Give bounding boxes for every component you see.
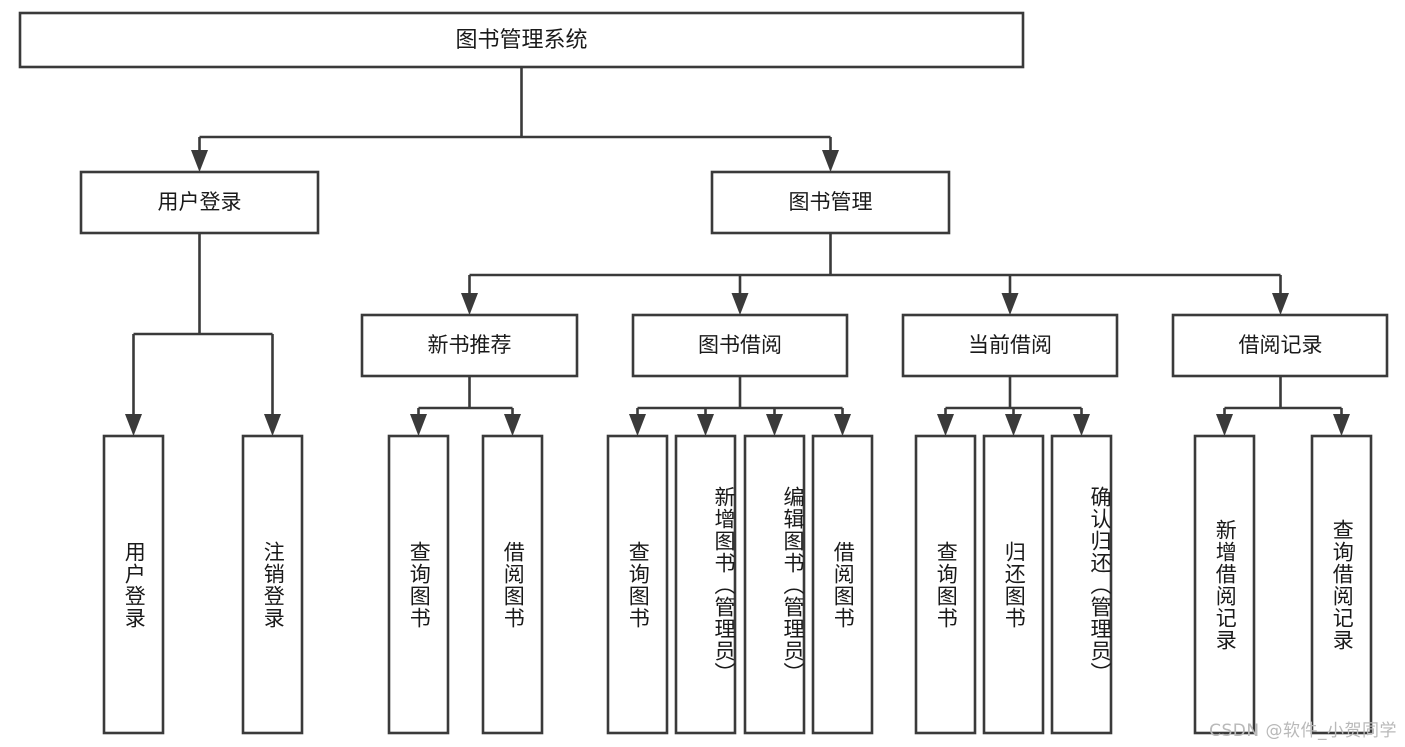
arrow-borrow-leaf-4 xyxy=(834,414,851,436)
leaf-box-add-borrow-record[interactable] xyxy=(1193,434,1256,735)
arrow-borrow-leaf-1 xyxy=(629,414,646,436)
node-borrow-record-box[interactable] xyxy=(1171,313,1389,378)
csdn-watermark: CSDN @软件_小贺同学 xyxy=(1209,721,1397,741)
arrow-borrow-leaf-3 xyxy=(766,414,783,436)
node-book-management[interactable]: 图书管理 xyxy=(710,170,951,235)
arrow-book-mgmt-to-current xyxy=(1001,293,1019,315)
leaf-box-borrow-book-recommend[interactable] xyxy=(481,434,544,735)
connector-group-new-book xyxy=(410,376,521,436)
arrow-book-mgmt-to-record xyxy=(1272,293,1289,315)
node-borrow-record[interactable]: 借阅记录 xyxy=(1171,313,1389,378)
arrow-current-leaf-1 xyxy=(937,414,954,436)
node-new-book-recommend[interactable]: 新书推荐 xyxy=(360,313,579,378)
connector-group-record xyxy=(1216,376,1350,436)
leaf-box-query-book-recommend[interactable] xyxy=(387,434,450,735)
leaf-box-edit-book-admin[interactable] xyxy=(743,434,806,735)
leaf-box-borrow-book[interactable] xyxy=(811,434,874,735)
arrow-root-to-user-login xyxy=(191,150,208,172)
connector-group-user-login xyxy=(125,233,281,436)
node-user-login[interactable]: 用户登录 xyxy=(79,170,320,235)
arrow-record-leaf-2 xyxy=(1333,414,1350,436)
node-new-book-recommend-label: 新书推荐 xyxy=(428,333,512,357)
leaf-box-user-login[interactable] xyxy=(102,434,165,735)
node-borrow-record-label: 借阅记录 xyxy=(1239,333,1323,357)
arrow-current-leaf-2 xyxy=(1005,414,1022,436)
node-book-borrow[interactable]: 图书借阅 xyxy=(631,313,849,378)
node-user-login-box[interactable] xyxy=(79,170,320,235)
connector-group-borrow xyxy=(629,376,851,436)
arrow-book-mgmt-to-new-book xyxy=(461,293,478,315)
node-book-management-box[interactable] xyxy=(710,170,951,235)
node-book-borrow-label: 图书借阅 xyxy=(698,333,782,357)
node-current-borrow[interactable]: 当前借阅 xyxy=(901,313,1119,378)
node-user-login-label: 用户登录 xyxy=(158,190,242,214)
node-book-management-label: 图书管理 xyxy=(789,190,873,214)
node-root-label: 图书管理系统 xyxy=(455,28,587,53)
arrow-new-book-leaf-1 xyxy=(410,414,427,436)
leaf-box-logout[interactable] xyxy=(241,434,304,735)
node-root-box[interactable] xyxy=(18,11,1025,69)
node-current-borrow-box[interactable] xyxy=(901,313,1119,378)
arrow-user-login-leaf-2 xyxy=(264,414,281,436)
node-root[interactable]: 图书管理系统 xyxy=(18,11,1025,69)
node-book-borrow-box[interactable] xyxy=(631,313,849,378)
leaf-box-return-book[interactable] xyxy=(982,434,1045,735)
arrow-borrow-leaf-2 xyxy=(697,414,714,436)
arrow-new-book-leaf-2 xyxy=(504,414,521,436)
leaf-box-confirm-return-admin[interactable] xyxy=(1050,434,1113,735)
arrow-record-leaf-1 xyxy=(1216,414,1233,436)
leaf-box-query-borrow-record[interactable] xyxy=(1310,434,1373,735)
arrow-book-mgmt-to-borrow xyxy=(731,293,749,315)
connector-group-current xyxy=(937,376,1090,436)
connector-group-root xyxy=(191,67,839,172)
arrow-user-login-leaf-1 xyxy=(125,414,142,436)
leaf-box-query-book-current[interactable] xyxy=(914,434,977,735)
node-new-book-recommend-box[interactable] xyxy=(360,313,579,378)
connector-group-book-mgmt xyxy=(461,233,1289,315)
leaf-box-add-book-admin[interactable] xyxy=(674,434,737,735)
leaf-box-query-book-borrow[interactable] xyxy=(606,434,669,735)
arrow-root-to-book-mgmt xyxy=(822,150,839,172)
arrow-current-leaf-3 xyxy=(1073,414,1090,436)
node-current-borrow-label: 当前借阅 xyxy=(968,333,1052,357)
